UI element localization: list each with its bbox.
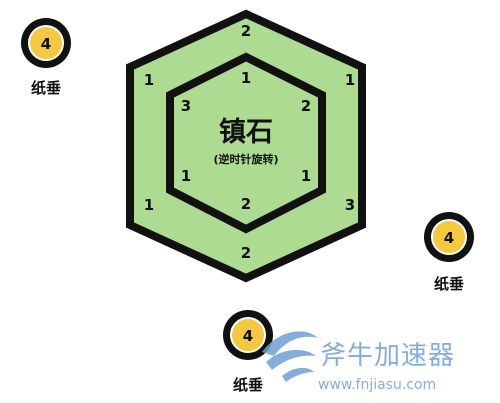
inner-number-top: 1	[241, 69, 251, 87]
inner-number-upper-left: 3	[181, 97, 191, 115]
inner-number-upper-right: 2	[301, 97, 311, 115]
stone-title: 镇石	[219, 117, 273, 148]
stone-rotation-note: (逆时针旋转)	[213, 152, 278, 166]
outer-number-upper-left: 1	[144, 71, 154, 89]
outer-number-upper-right: 1	[345, 71, 355, 89]
watermark-url: www.fnjiasu.com	[318, 377, 436, 393]
inner-number-bottom: 2	[241, 195, 251, 213]
inner-hexagon-ring[interactable]	[166, 52, 326, 234]
watermark-logo-icon	[262, 331, 318, 382]
plumb-label-1: 纸垂	[31, 79, 61, 97]
outer-number-top: 2	[241, 22, 251, 40]
watermark-brand: 斧牛加速器	[320, 341, 455, 371]
plumb-value-3: 4	[243, 327, 253, 345]
outer-number-lower-right: 3	[345, 196, 355, 214]
paper-plumb-1[interactable]: 4 纸垂	[21, 18, 71, 97]
paper-plumb-2[interactable]: 4 纸垂	[424, 212, 474, 293]
inner-number-lower-right: 1	[301, 167, 311, 185]
paper-plumb-3[interactable]: 4 纸垂	[223, 310, 273, 394]
watermark: 斧牛加速器 www.fnjiasu.com	[262, 331, 455, 393]
plumb-value-2: 4	[444, 229, 454, 247]
plumb-label-3: 纸垂	[233, 376, 263, 394]
outer-number-bottom: 2	[241, 244, 251, 262]
plumb-label-2: 纸垂	[434, 275, 464, 293]
plumb-value-1: 4	[41, 35, 51, 53]
inner-number-lower-left: 1	[181, 167, 191, 185]
outer-number-lower-left: 1	[144, 196, 154, 214]
